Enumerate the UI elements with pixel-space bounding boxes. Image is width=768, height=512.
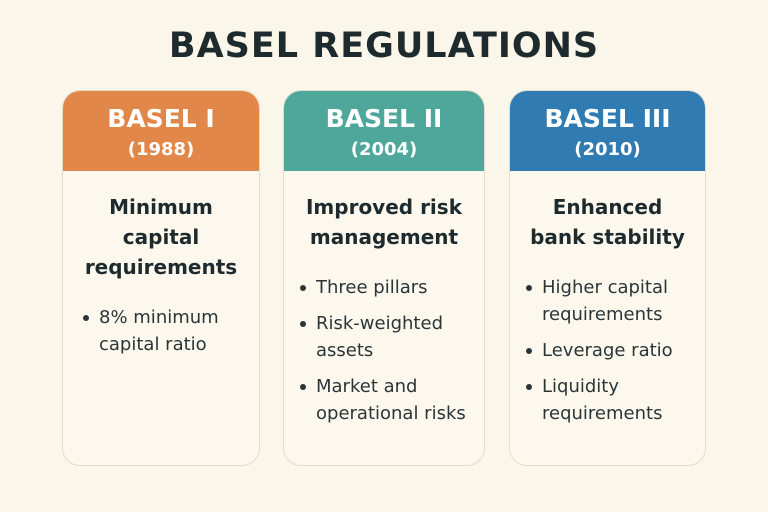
card-year: (2010) [574,139,641,160]
bullet-dot-icon [526,384,532,390]
card-heading: Minimum capital requirements [84,195,238,279]
bullet-list: Higher capital requirements Leverage rat… [526,274,693,427]
bullet-dot-icon [526,285,532,291]
list-item: Liquidity requirements [526,373,693,427]
bullet-text: Leverage ratio [542,340,673,361]
card-heading: Enhanced bank stability [530,195,685,249]
bullet-dot-icon [83,315,89,321]
page-title: BASEL REGULATIONS [168,26,600,66]
card-header-basel-1: BASEL I (1988) [63,91,259,171]
list-item: Risk-weighted assets [300,310,472,364]
card-heading: Improved risk management [305,195,462,249]
card-name: BASEL I [107,104,215,133]
card-header-basel-3: BASEL III (2010) [510,91,705,171]
card-basel-1: BASEL I (1988) Minimum capital requireme… [62,90,260,466]
card-body: Improved risk management Three pillars R… [284,192,484,427]
card-year: (2004) [350,139,418,160]
card-header-basel-2: BASEL II (2004) [284,91,484,171]
bullet-dot-icon [300,285,306,291]
card-name: BASEL II [325,104,443,133]
bullet-text: 8% minimum capital ratio [99,307,219,355]
bullet-dot-icon [526,348,532,354]
list-item: Higher capital requirements [526,274,693,328]
list-item: Market and operational risks [300,373,472,427]
bullet-text: Risk-weighted assets [316,313,443,361]
card-basel-2: BASEL II (2004) Improved risk management… [283,90,485,466]
bullet-text: Market and operational risks [316,376,466,424]
card-name: BASEL III [544,104,671,133]
bullet-dot-icon [300,384,306,390]
bullet-list: Three pillars Risk-weighted assets Marke… [300,274,472,427]
card-year: (1988) [127,139,195,160]
bullet-text: Three pillars [316,277,428,298]
card-basel-3: BASEL III (2010) Enhanced bank stability… [509,90,706,466]
bullet-list: 8% minimum capital ratio [83,304,247,358]
bullet-text: Liquidity requirements [542,376,663,424]
bullet-dot-icon [300,321,306,327]
list-item: Leverage ratio [526,337,693,364]
card-body: Enhanced bank stability Higher capital r… [510,192,705,427]
bullet-text: Higher capital requirements [542,277,669,325]
list-item: Three pillars [300,274,472,301]
list-item: 8% minimum capital ratio [83,304,247,358]
card-body: Minimum capital requirements 8% minimum … [63,192,259,358]
